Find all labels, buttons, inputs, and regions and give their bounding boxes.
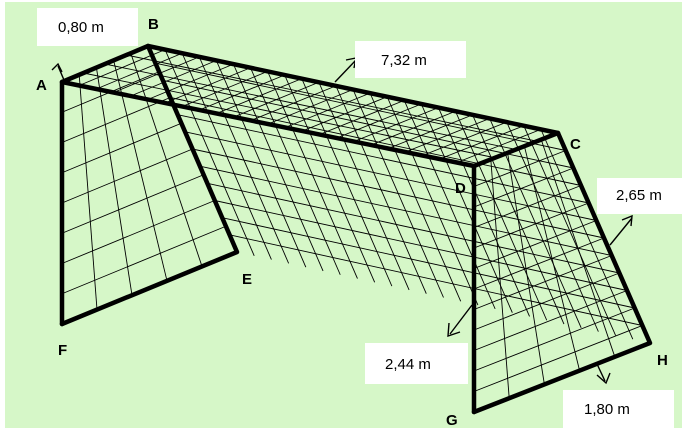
- net-roof: [78, 49, 542, 163]
- label-depth-bottom: 1,80 m: [584, 401, 630, 418]
- arrow-depth-top: [57, 65, 65, 81]
- net-right-side: [473, 139, 643, 399]
- label-box-height: [365, 343, 468, 384]
- net-left-side: [61, 53, 227, 310]
- label-box-side-bottom: [597, 178, 682, 214]
- point-h: H: [657, 352, 668, 369]
- point-f: F: [58, 342, 67, 359]
- arrow-height: [449, 304, 473, 335]
- arrow-depth-bottom: [596, 363, 606, 382]
- arrow-depth-top-head: [51, 62, 63, 73]
- point-c: C: [570, 136, 581, 153]
- point-g: G: [446, 412, 458, 429]
- arrow-width: [334, 59, 357, 83]
- label-height: 2,44 m: [385, 356, 431, 373]
- point-b: B: [148, 16, 159, 33]
- point-e: E: [242, 271, 252, 288]
- side-frame-right: [471, 130, 653, 415]
- dimension-arrows: [51, 57, 633, 385]
- point-labels: A B C D E F G H: [36, 16, 668, 429]
- point-a: A: [36, 77, 47, 94]
- label-box-depth-top: [37, 8, 138, 46]
- side-frame-left: [59, 43, 240, 327]
- point-d: D: [455, 180, 466, 197]
- label-depth-top: 0,80 m: [58, 19, 104, 36]
- net-back: [155, 49, 643, 340]
- arrow-height-head: [447, 322, 461, 337]
- net-mesh: [61, 49, 643, 399]
- arrow-depth-bottom-head: [596, 372, 611, 385]
- arrow-side-bottom: [609, 217, 633, 246]
- label-width: 7,32 m: [381, 52, 427, 69]
- dimension-labels: 0,80 m 7,32 m 2,65 m 2,44 m 1,80 m: [37, 8, 682, 428]
- label-box-depth-bottom: [563, 390, 674, 428]
- label-box-width: [355, 41, 466, 78]
- arrow-side-bottom-head: [621, 214, 633, 227]
- goal-frame: [59, 43, 653, 415]
- label-side-bottom: 2,65 m: [616, 187, 662, 204]
